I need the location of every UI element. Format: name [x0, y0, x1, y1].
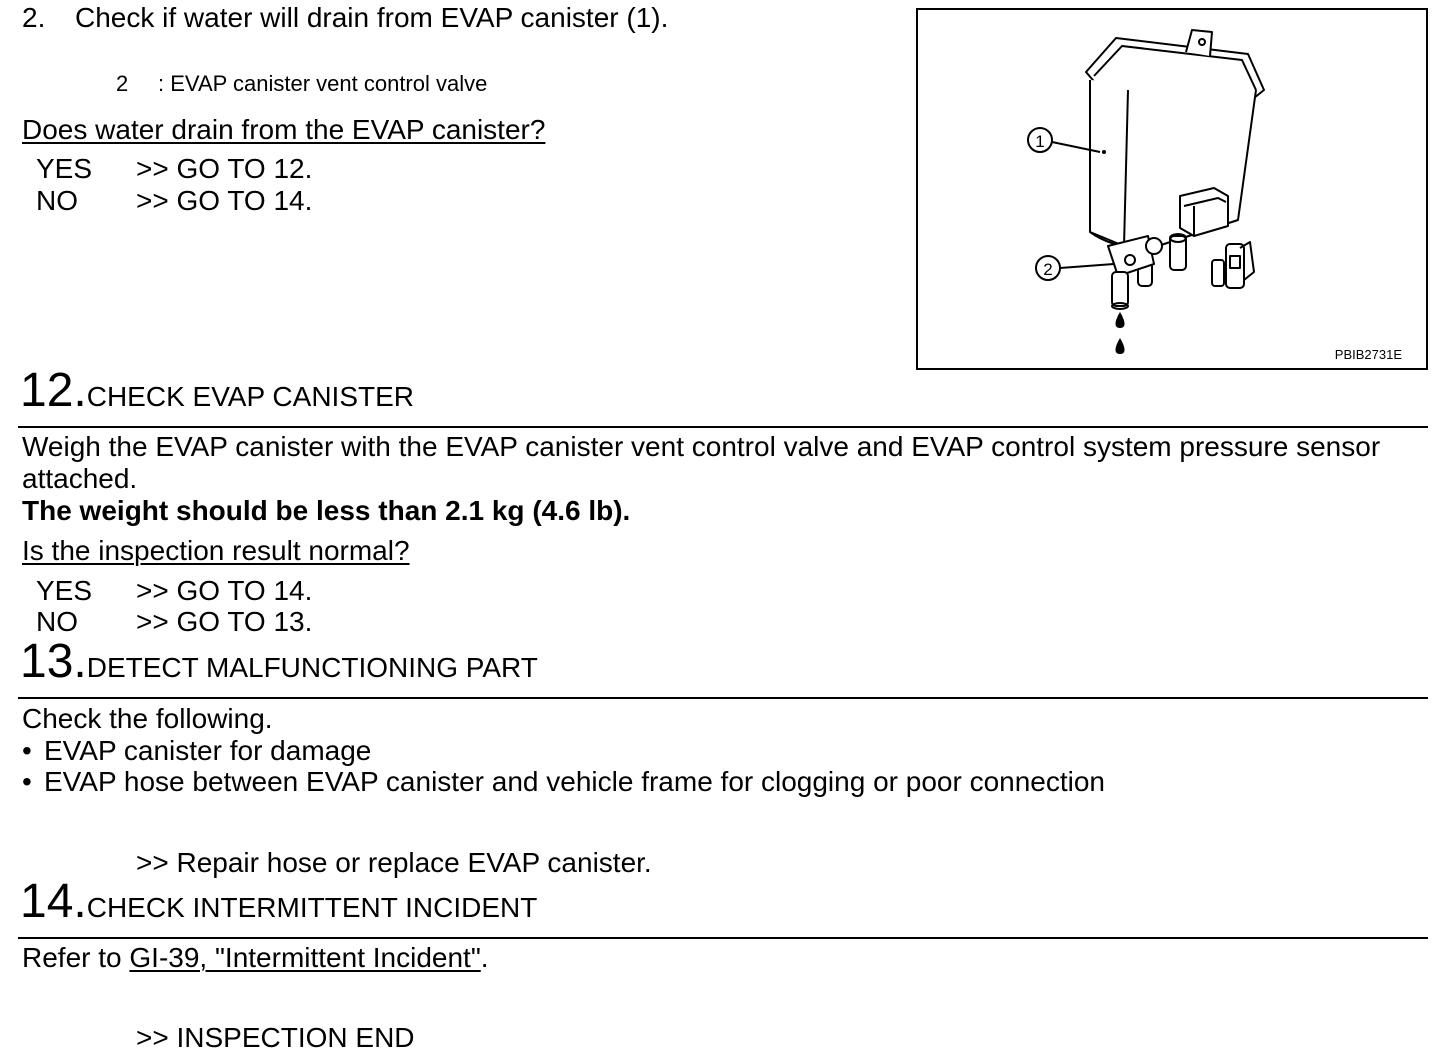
step12-answer-yes-action[interactable]: >> GO TO 14. — [136, 575, 313, 606]
step12-body-line2: attached. — [22, 463, 138, 494]
step13-intro: Check the following. — [22, 703, 273, 734]
legend-text: : EVAP canister vent control valve — [158, 71, 488, 96]
step13-heading: 13.DETECT MALFUNCTIONING PART — [20, 638, 538, 686]
bullet-marker: • — [22, 735, 32, 766]
step14-refer-suffix: . — [480, 942, 489, 973]
gi-39-reference-link[interactable]: GI-39, "Intermittent Incident" — [129, 942, 481, 973]
step13-divider — [18, 697, 1428, 699]
step12-divider — [18, 426, 1428, 428]
step12-spec: The weight should be less than 2.1 kg (4… — [22, 495, 631, 526]
step13-title: DETECT MALFUNCTIONING PART — [86, 652, 538, 683]
step14-refer: Refer to GI-39, "Intermittent Incident". — [22, 942, 489, 974]
step12-body-line1: Weigh the EVAP canister with the EVAP ca… — [22, 431, 1381, 462]
step12-answer-no-action[interactable]: >> GO TO 13. — [136, 606, 313, 637]
step2-answer-yes-action[interactable]: >> GO TO 12. — [136, 153, 313, 184]
step2-number: 2. — [22, 2, 46, 33]
evap-canister-figure: 1 2 PBIB2731E — [916, 8, 1428, 370]
step2-instruction: Check if water will drain from EVAP cani… — [75, 2, 669, 33]
evap-canister-illustration: 1 2 — [1027, 29, 1265, 354]
step2-answer-no-label: NO — [36, 185, 78, 216]
step13-action: >> Repair hose or replace EVAP canister. — [136, 847, 652, 878]
step12-title: CHECK EVAP CANISTER — [86, 381, 414, 412]
step12-answer-no-label: NO — [36, 606, 78, 637]
step12-answer-yes-label: YES — [36, 575, 93, 606]
step14-divider — [18, 937, 1428, 939]
bullet-marker: • — [22, 766, 32, 797]
step13-bullet-2: EVAP hose between EVAP canister and vehi… — [44, 766, 1106, 797]
step12-heading: 12.CHECK EVAP CANISTER — [20, 367, 414, 415]
step13-number: 13. — [20, 635, 87, 688]
step2-question: Does water drain from the EVAP canister? — [22, 114, 546, 145]
step2-answer-yes-label: YES — [36, 153, 93, 184]
step2-answer-no-action[interactable]: >> GO TO 14. — [136, 185, 313, 216]
step12-number: 12. — [20, 364, 87, 417]
step12-question: Is the inspection result normal? — [22, 535, 410, 566]
step14-heading: 14.CHECK INTERMITTENT INCIDENT — [20, 878, 537, 926]
callout-1: 1 — [1035, 132, 1044, 151]
figure-id: PBIB2731E — [1334, 347, 1402, 362]
legend-number: 2 — [116, 71, 129, 96]
step14-action: >> INSPECTION END — [136, 1022, 415, 1053]
step14-refer-prefix: Refer to — [22, 942, 130, 973]
callout-2: 2 — [1043, 260, 1052, 279]
step13-bullet-1: EVAP canister for damage — [44, 735, 372, 766]
step14-title: CHECK INTERMITTENT INCIDENT — [86, 892, 538, 923]
step14-number: 14. — [20, 875, 87, 928]
